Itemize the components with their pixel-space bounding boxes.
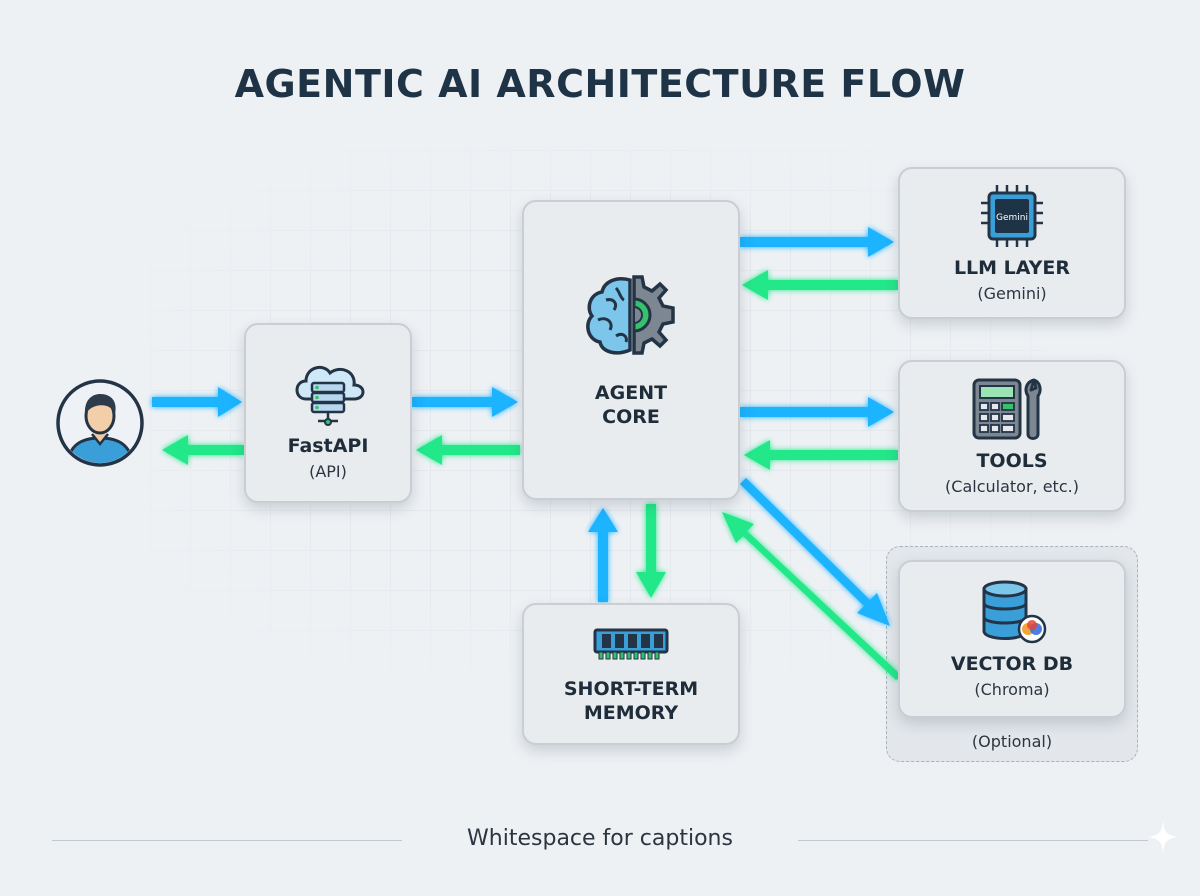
tools-node[interactable]: TOOLS (Calculator, etc.) (898, 360, 1126, 512)
arrow-core-to-memory (636, 504, 666, 598)
sparkle-icon (1148, 820, 1178, 854)
optional-label: (Optional) (971, 732, 1053, 751)
arrow-core-to-vectordb (740, 478, 890, 626)
agent-core-label-line1: AGENT (594, 382, 668, 405)
fastapi-sub: (API) (309, 461, 347, 481)
arrow-user-to-api (152, 387, 242, 417)
chip-text: Gemini (996, 213, 1028, 223)
memory-label-line1: SHORT-TERM (563, 678, 699, 701)
cpu-chip-icon: Gemini (981, 185, 1043, 248)
llm-sub: (Gemini) (977, 283, 1047, 303)
vectordb-sub: (Chroma) (974, 679, 1050, 699)
arrow-core-to-api (416, 435, 520, 465)
user-node[interactable] (52, 378, 148, 468)
database-icon (982, 580, 1047, 644)
ram-chip-icon (593, 628, 669, 660)
vectordb-label: VECTOR DB (950, 653, 1074, 676)
fastapi-node[interactable]: FastAPI (API) (244, 323, 412, 503)
memory-label-line2: MEMORY (583, 702, 679, 724)
arrow-llm-to-core (742, 270, 898, 300)
agent-core-label-line2: CORE (602, 406, 660, 428)
user-avatar-icon (56, 379, 144, 467)
arrow-api-to-core (412, 387, 518, 417)
caption-rule-right (798, 840, 1148, 841)
memory-node[interactable]: SHORT-TERM MEMORY (522, 603, 740, 745)
arrow-api-to-user (162, 435, 244, 465)
caption-text: Whitespace for captions (467, 826, 733, 851)
brain-gear-icon (586, 275, 675, 355)
fastapi-label: FastAPI (287, 435, 369, 458)
calculator-wrench-icon (972, 378, 1042, 441)
agent-core-node[interactable]: AGENT CORE (522, 200, 740, 500)
arrow-core-to-tools (740, 397, 894, 427)
arrow-memory-to-core (588, 508, 618, 602)
llm-label: LLM LAYER (953, 257, 1071, 280)
tools-label: TOOLS (976, 450, 1048, 473)
arrow-vectordb-to-core (722, 512, 902, 680)
caption-rule-left (52, 840, 402, 841)
tools-sub: (Calculator, etc.) (945, 476, 1079, 496)
llm-node[interactable]: Gemini LLM LAYER (Gemini) (898, 167, 1126, 319)
diagram-title: AGENTIC AI ARCHITECTURE FLOW (234, 62, 966, 106)
arrow-tools-to-core (744, 440, 898, 470)
arrow-core-to-llm (740, 227, 894, 257)
vectordb-node[interactable]: VECTOR DB (Chroma) (898, 560, 1126, 718)
cloud-server-icon (295, 366, 365, 427)
